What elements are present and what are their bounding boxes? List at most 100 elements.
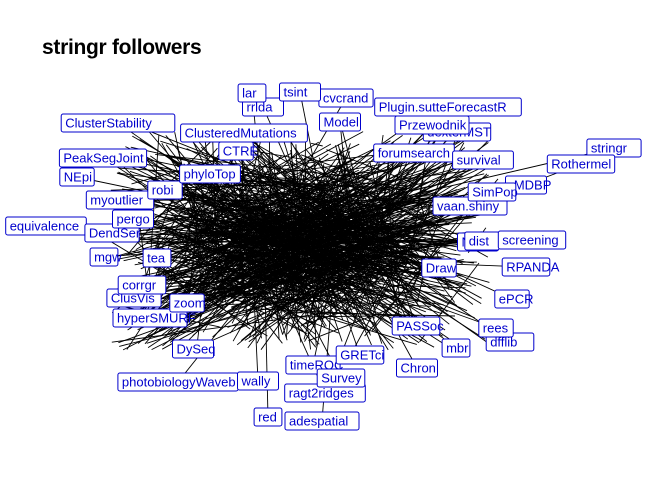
node: phyloTop: [179, 164, 241, 184]
edge: [239, 166, 245, 212]
node: red: [253, 407, 283, 427]
node-label: SimPop: [472, 185, 518, 200]
node: myoutlier: [85, 190, 155, 210]
edge: [210, 271, 409, 291]
node-label: pergo: [117, 212, 150, 227]
edge: [173, 209, 277, 290]
node: PASSoc: [391, 316, 444, 336]
edge: [347, 159, 484, 254]
node-label: Plugin.sutteForecastR: [379, 100, 507, 115]
edge: [182, 237, 211, 296]
node-box: [391, 316, 441, 336]
edge: [326, 238, 440, 269]
node: ragt2ridges: [284, 383, 366, 403]
edge: [160, 140, 270, 176]
node-label: dist: [469, 234, 490, 249]
edge: [126, 221, 211, 350]
node-label: mgw: [94, 250, 122, 265]
node-label: RPANDA: [506, 260, 560, 275]
edge: [250, 168, 427, 232]
node-label: ePCR: [499, 292, 534, 307]
node-label: survival: [457, 153, 501, 168]
edge: [290, 236, 323, 329]
edge: [255, 175, 448, 313]
edge: [134, 200, 257, 230]
edge: [147, 255, 308, 335]
node: pergo: [112, 209, 154, 229]
node-box: [112, 209, 154, 229]
node-box: [147, 180, 183, 200]
edge: [240, 234, 355, 284]
node: mgw: [89, 247, 122, 267]
node: Przewodnik: [394, 115, 470, 135]
node: robi: [147, 180, 183, 200]
node-label: stringr: [591, 141, 628, 156]
node: wally: [237, 371, 279, 391]
edge: [142, 229, 262, 253]
node-label: CTRE: [223, 144, 259, 159]
node: PeakSegJoint: [58, 148, 148, 168]
edge: [370, 232, 419, 306]
node-label: ragt2ridges: [289, 386, 355, 401]
edge: [355, 208, 365, 220]
edge: [306, 204, 513, 300]
edge: [238, 235, 466, 294]
node-box: [279, 82, 321, 102]
node: ClusterStability: [60, 113, 176, 133]
edge: [235, 206, 382, 249]
edge: [195, 154, 475, 261]
node-box: [253, 407, 283, 427]
node-label: photobiologyWaveb: [122, 375, 236, 390]
edge: [230, 287, 340, 315]
node-label: Model: [324, 115, 360, 130]
node-box: [172, 339, 214, 359]
edge: [125, 191, 369, 264]
node-box: [319, 112, 361, 132]
edge: [171, 180, 336, 242]
node-label: lar: [242, 86, 257, 101]
node-layer: stringrRothermelcvcrandPlugin.sutteForec…: [5, 82, 642, 431]
node-label: Chron: [401, 361, 436, 376]
node-label: myoutlier: [90, 193, 143, 208]
node: Plugin.sutteForecastR: [374, 97, 522, 117]
edge: [310, 142, 323, 147]
node-box: [85, 190, 155, 210]
node-box: [89, 247, 119, 267]
node-label: rrlda: [247, 100, 274, 115]
edge: [209, 173, 351, 254]
edge: [299, 91, 335, 264]
node: Chron: [396, 358, 438, 378]
node-label: dfflib: [490, 335, 517, 350]
node: Rothermel: [546, 154, 616, 174]
node: survival: [452, 150, 514, 170]
edge: [292, 158, 306, 223]
node-box: [441, 338, 471, 358]
node-box: [59, 167, 95, 187]
node: stringr: [586, 138, 642, 158]
node-label: wally: [241, 374, 271, 389]
edge: [166, 210, 412, 320]
node-box: [112, 308, 188, 328]
node-label: tea: [147, 251, 166, 266]
edge: [304, 262, 411, 275]
edge: [198, 224, 286, 314]
node-label: NEpi: [64, 170, 92, 185]
node-box: [394, 115, 470, 135]
node-box: [237, 371, 279, 391]
node: mbr: [441, 338, 471, 358]
node-box: [142, 248, 172, 268]
edge: [374, 263, 392, 277]
edge: [180, 212, 324, 264]
node: tsint: [279, 82, 321, 102]
node-label: PeakSegJoint: [63, 151, 144, 166]
node-box: [284, 411, 360, 431]
edge: [179, 196, 285, 210]
node-label: rees: [483, 321, 509, 336]
edge-layer: [45, 91, 615, 422]
node-label: corrgr: [122, 278, 157, 293]
node-box: [58, 148, 148, 168]
node: equivalence: [5, 216, 87, 236]
node-label: Przewodnik: [399, 118, 467, 133]
edge: [192, 278, 352, 350]
node-box: [117, 275, 167, 295]
